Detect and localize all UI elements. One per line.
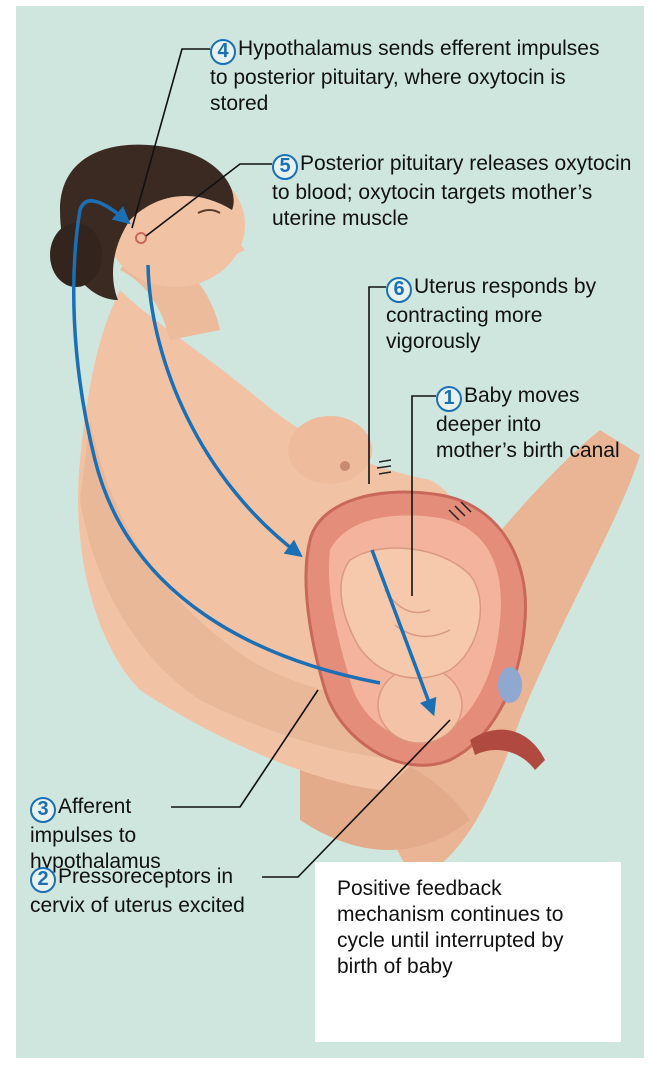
step-1-text: Baby moves deeper into mother’s birth ca… <box>436 384 620 462</box>
step-4-number: 4 <box>210 39 236 65</box>
positive-feedback-note: Positive feedback mechanism continues to… <box>315 862 621 1042</box>
step-1-number: 1 <box>436 386 462 412</box>
step-6-text: Uterus responds by contracting more vigo… <box>386 275 596 353</box>
step-2-number: 2 <box>30 867 56 893</box>
step-5-text: Posterior pituitary releases oxytocin to… <box>272 152 631 230</box>
step-4-text: Hypothalamus sends efferent impulses to … <box>210 37 599 115</box>
step-5-number: 5 <box>272 154 298 180</box>
step-3-number: 3 <box>30 797 56 823</box>
step-2-text: Pressoreceptors in cervix of uterus exci… <box>30 865 245 917</box>
step-6-number: 6 <box>386 277 412 303</box>
